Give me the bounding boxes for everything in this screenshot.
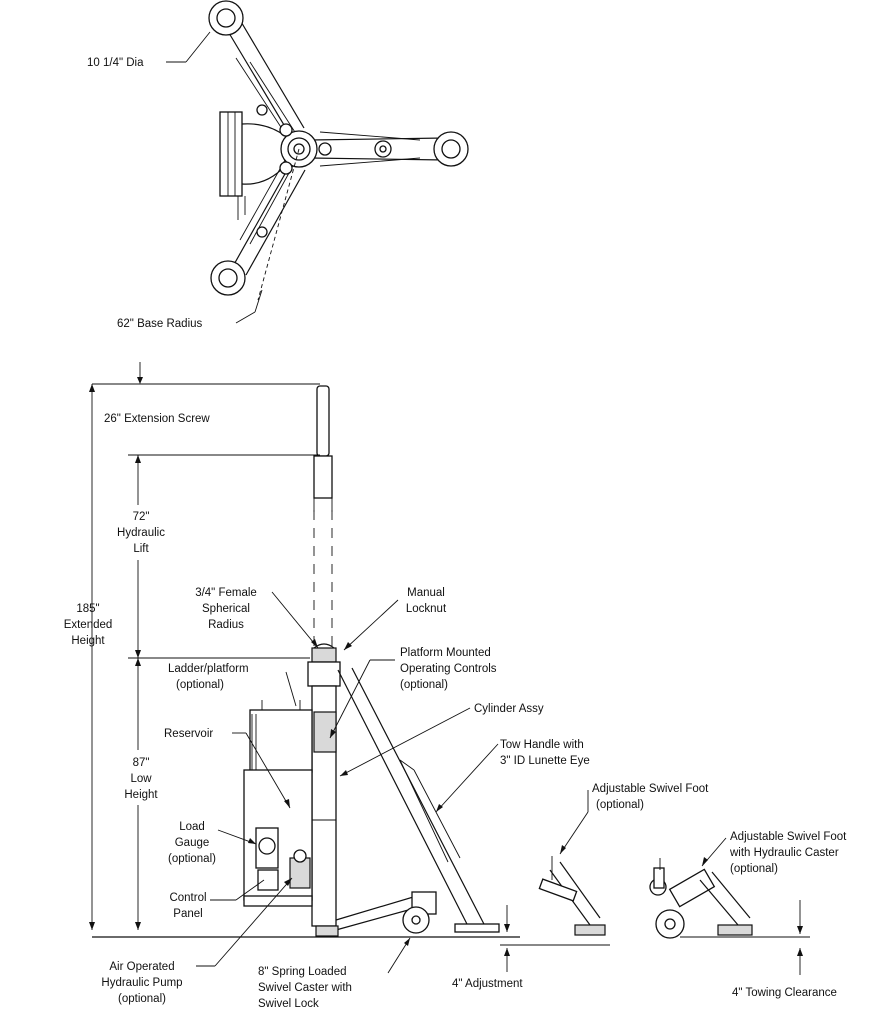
load-gauge-label-2: Gauge [175,837,210,849]
tripod-leg-lower [210,159,306,296]
swivel-foot-label-2: (optional) [596,799,644,811]
platform-controls-label-3: (optional) [400,679,448,691]
jack-head [307,643,341,687]
low-height-label-1: 87" [133,757,150,769]
load-gauge-label-1: Load [179,821,205,833]
female-spherical-label-2: Spherical [202,603,250,615]
reservoir-label: Reservoir [164,728,213,740]
wheel-dia-label: 10 1/4" Dia [87,57,144,69]
low-height-label-2: Low [130,773,152,785]
swivel-foot-caster-label-3: (optional) [730,863,778,875]
tripod-leg-right [309,131,469,167]
base-leg [315,891,437,937]
female-spherical-label-3: Radius [208,619,244,631]
low-height-label-3: Height [124,789,158,801]
hydraulic-lift-label-1: 72" [133,511,150,523]
hydraulic-lift-label-3: Lift [133,543,149,555]
air-pump-label-3: (optional) [118,993,166,1005]
swivel-foot-label-1: Adjustable Swivel Foot [592,783,709,795]
tripod-leg-upper [208,0,305,141]
ladder-platform-label-1: Ladder/platform [168,663,249,675]
swivel-foot-caster-label-2: with Hydraulic Caster [729,847,839,859]
spring-caster-label-3: Swivel Lock [258,998,319,1010]
air-pump-label-1: Air Operated [109,961,174,973]
tripod-hub [279,123,332,175]
tow-handle-label-1: Tow Handle with [500,739,584,751]
manual-locknut-label-1: Manual [407,587,445,599]
side-labels: 26" Extension Screw 72" Hydraulic Lift 1… [64,413,847,1010]
extended-height-label-1: 185" [76,603,99,615]
extended-height-label-2: Extended [64,619,113,631]
swivel-foot-hydraulic-caster [649,858,753,939]
female-spherical-label-1: 3/4" Female [195,587,257,599]
tow-handle-label-2: 3" ID Lunette Eye [500,755,590,767]
extension-screw [313,385,333,650]
cylinder-assy-label: Cylinder Assy [474,703,544,715]
tripod-top-view: 10 1/4" Dia 62" Base Radius [87,0,469,330]
spring-caster-label-1: 8" Spring Loaded [258,966,347,978]
leader-lines [196,591,727,974]
extension-screw-label: 26" Extension Screw [104,413,210,425]
control-panel-label-2: Panel [173,908,202,920]
hydraulic-lift-label-2: Hydraulic [117,527,165,539]
base-radius-label: 62" Base Radius [117,318,203,330]
control-panel-assy [243,827,313,907]
dimension-lines [89,362,810,975]
manual-locknut-label-2: Locknut [406,603,447,615]
ladder-platform-label-2: (optional) [176,679,224,691]
control-panel-label-1: Control [169,892,206,904]
tow-handle [337,667,500,933]
air-pump-label-2: Hydraulic Pump [101,977,182,989]
load-gauge-label-3: (optional) [168,853,216,865]
swivel-foot-caster-label-1: Adjustable Swivel Foot [730,831,847,843]
tripod-platform [219,111,291,220]
swivel-foot-optional [538,856,606,936]
jack-side-view: 26" Extension Screw 72" Hydraulic Lift 1… [64,362,847,1010]
platform-controls-label-2: Operating Controls [400,663,497,675]
spring-caster-label-2: Swivel Caster with [258,982,352,994]
towing-clearance-label: 4" Towing Clearance [732,987,837,999]
adjustment-label: 4" Adjustment [452,978,523,990]
platform-controls-label-1: Platform Mounted [400,647,491,659]
extended-height-label-3: Height [71,635,105,647]
